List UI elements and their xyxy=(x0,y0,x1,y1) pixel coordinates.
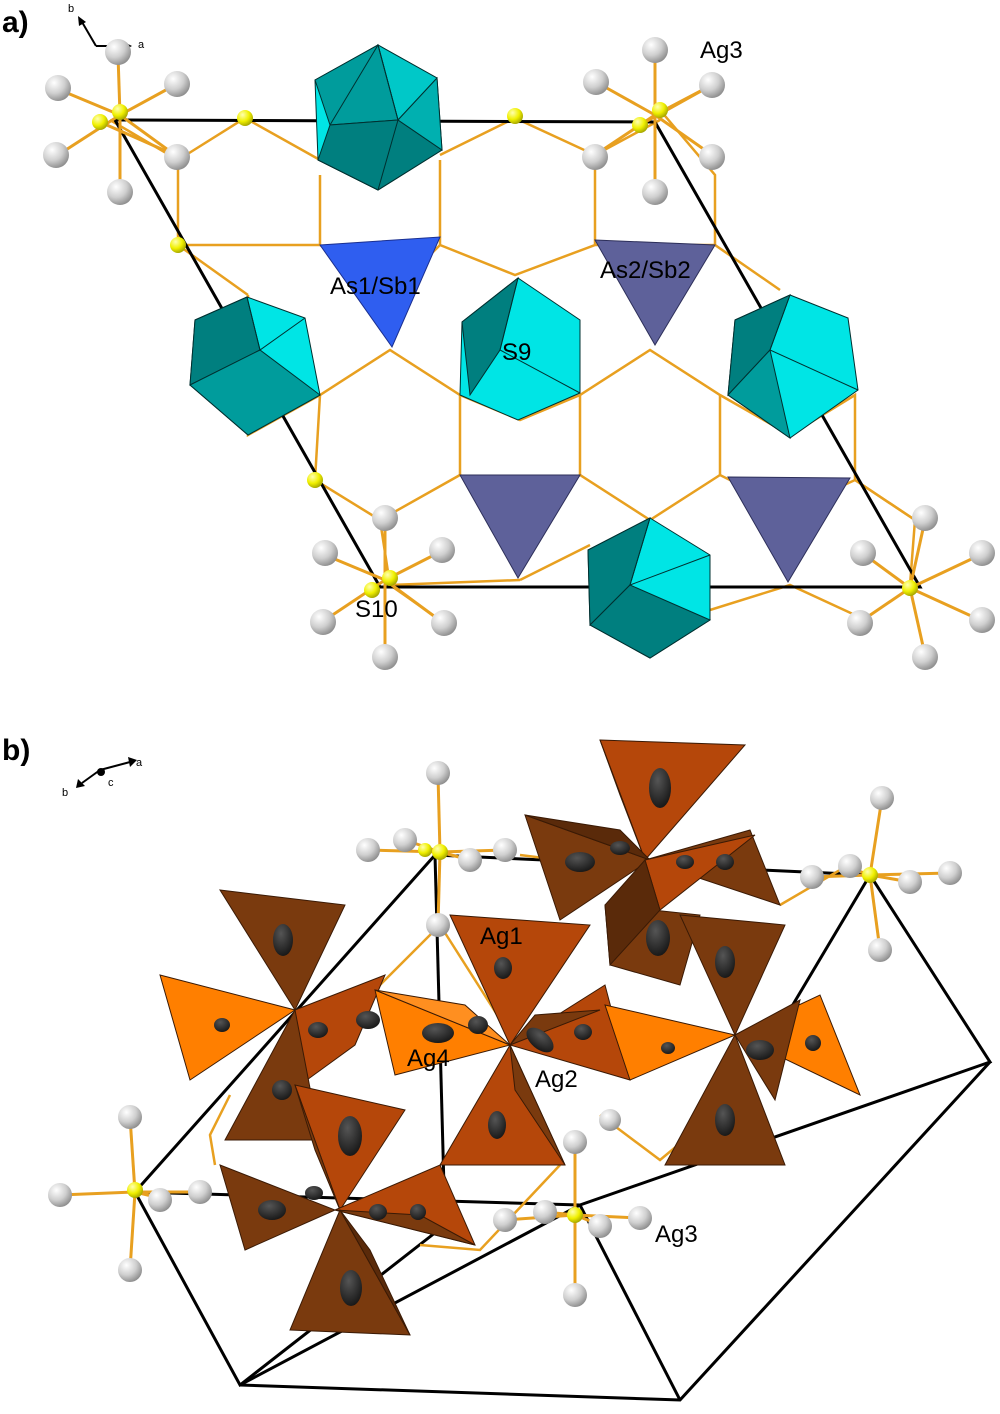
panel-b-label: b) xyxy=(2,734,30,767)
label-s9: S9 xyxy=(502,339,531,366)
icosahedron-s9 xyxy=(459,276,581,421)
panel-b-axis-indicator: a b c xyxy=(62,757,143,799)
panel-a-unit-cell xyxy=(112,118,923,589)
tetra-left-dark xyxy=(224,1008,321,1141)
tetra-right-low xyxy=(664,1033,786,1166)
panel-a: a) b a xyxy=(2,3,995,670)
axis-a-label: a xyxy=(138,39,145,51)
panel-b-tetrahedra xyxy=(159,739,861,1336)
panel-a-triangles xyxy=(319,236,851,583)
panel-b-atoms xyxy=(48,761,962,1307)
triangle-as2-lower-left xyxy=(459,474,581,579)
icosahedron-left xyxy=(189,296,321,436)
triangle-as2-lower-right xyxy=(727,476,851,583)
icosahedron-right xyxy=(727,294,859,440)
ag-cluster-top-right xyxy=(594,50,713,190)
axis-a-label-b: a xyxy=(136,757,143,769)
icosahedron-top xyxy=(314,43,443,191)
panel-a-atoms xyxy=(43,37,995,670)
label-ag3-a: Ag3 xyxy=(700,37,743,64)
label-ag4: Ag4 xyxy=(407,1045,450,1072)
panel-b: b) a b c xyxy=(2,734,993,1402)
axis-c-label-b: c xyxy=(108,777,114,789)
axis-b-label: b xyxy=(68,3,74,15)
label-as2-sb2: As2/Sb2 xyxy=(600,257,691,284)
label-ag3-b: Ag3 xyxy=(655,1221,698,1248)
panel-a-icosahedra xyxy=(189,43,859,659)
panel-b-ellipsoids xyxy=(214,768,821,1306)
tetra-right-mid xyxy=(679,914,786,1037)
axis-b-label-b: b xyxy=(62,787,68,799)
label-s10: S10 xyxy=(355,596,398,623)
panel-a-label: a) xyxy=(2,6,29,39)
triangle-as1 xyxy=(319,236,441,349)
ag-cluster-bottom-right xyxy=(859,519,981,656)
triangle-as2 xyxy=(594,239,716,346)
panel-a-axis-indicator: b a xyxy=(68,3,145,51)
label-ag2: Ag2 xyxy=(535,1066,578,1093)
label-as1-sb1: As1/Sb1 xyxy=(330,273,421,300)
icosahedron-bottom xyxy=(587,517,712,659)
tetra-ag1 xyxy=(449,914,591,1047)
label-ag1: Ag1 xyxy=(480,923,523,950)
